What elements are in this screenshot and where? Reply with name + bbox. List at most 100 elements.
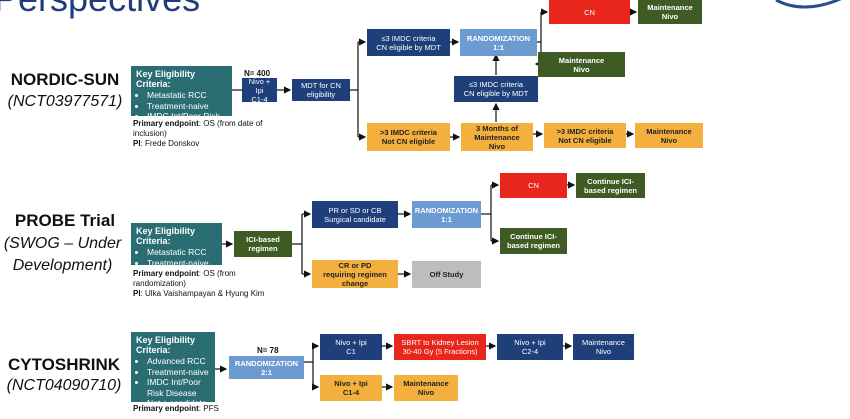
eligibility-header: Key Eligibility Criteria:	[136, 335, 196, 355]
box-line: RANDOMIZATION	[234, 358, 299, 368]
box-line: PR or SD or CB	[328, 205, 382, 215]
box-line: C1-4	[342, 388, 360, 397]
mid-criteria-box-nordic: ≤3 IMDC criteria CN eligible by MDT	[454, 76, 538, 102]
trial-name-probe: PROBE Trial	[14, 211, 116, 230]
endpoint-note-probe: Primary endpoint: OS (from randomization…	[133, 269, 283, 299]
box-line: Nivo + Ipi	[334, 379, 368, 388]
n-label-nordic: N= 400	[244, 69, 271, 78]
endpoint-label: Primary endpoint	[133, 404, 199, 413]
trial-sub-probe-2: Development)	[12, 257, 113, 274]
box-line: C1	[346, 347, 356, 356]
randomization-box-nordic: RANDOMIZATION 1:1	[460, 29, 537, 56]
logo-arc	[775, 0, 842, 9]
eligibility-item: IMDC Int/Poor Risk Disease	[147, 377, 210, 398]
box-line: Not CN eligible	[381, 137, 436, 146]
eligibility-item: Not a candidate for CN	[147, 398, 210, 419]
lower-criteria-box2-nordic: >3 IMDC criteria Not CN eligible	[544, 123, 626, 148]
eligibility-box-probe: Key Eligibility Criteria: Metastatic RCC…	[131, 223, 222, 268]
n-label-cyto: N= 78	[257, 346, 279, 355]
pi-label: PI	[133, 139, 141, 148]
box-line: Surgical candidate	[324, 214, 386, 224]
maintenance-box-cyto-1: Maintenance Nivo	[573, 334, 634, 360]
sbrt-box: SBRT to Kidney Lesion 30-40 Gy (5 Fracti…	[394, 334, 486, 360]
endpoint-text: : PFS	[198, 404, 219, 413]
box-line: Nivo	[417, 388, 435, 397]
box-line: requiring regimen	[323, 269, 387, 279]
eligibility-box-cyto: Key Eligibility Criteria: Advanced RCC T…	[131, 332, 215, 419]
upper-criteria-box-nordic: ≤3 IMDC criteria CN eligible by MDT	[367, 29, 450, 56]
box-line: C1-4	[251, 94, 268, 104]
box-line: Maintenance	[403, 379, 449, 388]
eligibility-box-nordic: Key Eligibility Criteria: Metastatic RCC…	[131, 66, 232, 121]
continue-ici-box-2: Continue ICI- based regimen	[500, 228, 567, 254]
box-line: eligibility	[306, 90, 336, 99]
box-line: 1:1	[493, 42, 504, 52]
box-line: RANDOMIZATION	[414, 205, 479, 215]
box-line: C2-4	[521, 347, 539, 356]
box-line: Maintenance	[647, 3, 693, 12]
box-line: CN eligible by MDT	[376, 42, 441, 52]
pi-text: : Frede Donskov	[140, 139, 200, 148]
eligibility-item: Treatment-naive	[147, 101, 227, 112]
endpoint-label: Primary endpoint	[133, 119, 199, 128]
cn-box-nordic: CN	[549, 0, 630, 24]
trial-name-nordic: NORDIC-SUN	[10, 70, 120, 89]
box-line: Continue ICI-	[587, 176, 634, 186]
eligibility-item: IMDC Int/Poor Risk	[147, 111, 227, 122]
box-line: RANDOMIZATION	[466, 33, 531, 43]
eligibility-header: Key Eligibility Criteria:	[136, 69, 196, 89]
eligibility-item: Metastatic RCC	[147, 247, 217, 258]
maintenance-mid-nordic: Maintenance Nivo	[538, 52, 625, 77]
upper-criteria-box-probe: PR or SD or CB Surgical candidate	[312, 201, 398, 228]
nivo-c2-4-box: Nivo + Ipi C2-4	[497, 334, 563, 360]
box-line: Nivo	[660, 135, 678, 145]
eligibility-item: Treatment-naive	[147, 367, 210, 378]
nivo-c1-4-box: Nivo + Ipi C1-4	[320, 375, 382, 401]
randomization-box-cyto: RANDOMIZATION 2:1	[229, 356, 304, 379]
pi-label: PI	[133, 289, 141, 298]
trial-name-cyto: CYTOSHRINK	[7, 355, 121, 374]
box-line: Nivo	[661, 12, 679, 21]
box-line: Nivo + Ipi	[335, 338, 367, 347]
trial-id-nordic: (NCT03977571)	[7, 93, 123, 110]
box-line: Nivo + Ipi	[248, 76, 271, 95]
eligibility-header: Key Eligibility Criteria:	[136, 226, 196, 246]
ici-regimen-box: ICI-based regimen	[234, 231, 292, 257]
nivo-c1-box: Nivo + Ipi C1	[320, 334, 382, 360]
endpoint-label: Primary endpoint	[133, 269, 199, 278]
box-line: Maintenance	[582, 338, 625, 347]
box-line: Not CN eligible	[558, 135, 612, 145]
cn-box-probe: CN	[500, 173, 567, 198]
randomization-box-probe: RANDOMIZATION 1:1	[412, 201, 481, 228]
box-line: ≤3 IMDC criteria	[468, 80, 524, 89]
box-line: based regimen	[507, 241, 560, 250]
trial-sub-probe-1: (SWOG – Under	[3, 235, 122, 252]
box-line: ≤3 IMDC criteria	[381, 33, 436, 43]
box-line: 3 Months of	[475, 123, 519, 133]
continue-ici-box-1: Continue ICI- based regimen	[576, 173, 645, 198]
box-line: change	[341, 278, 369, 288]
box-line: Maintenance	[646, 126, 692, 136]
maintenance-low-nordic: Maintenance Nivo	[635, 123, 703, 148]
endpoint-text: : OS (from date of inclusion)	[133, 119, 263, 138]
box-line: Nivo	[573, 64, 590, 74]
box-line: CR or PD	[338, 260, 372, 270]
box-line: Nivo	[488, 141, 506, 151]
eligibility-item: Treatment-naive	[147, 258, 217, 269]
box-line: Continue ICI-	[510, 232, 557, 241]
box-line: Maintenance	[474, 132, 520, 142]
eligibility-item: Metastatic RCC	[147, 90, 227, 101]
box-line: ICI-based	[246, 235, 280, 244]
endpoint-note-nordic: Primary endpoint: OS (from date of inclu…	[133, 119, 278, 149]
eligibility-item: Advanced RCC	[147, 356, 210, 367]
box-line: CN eligible by MDT	[463, 89, 529, 98]
page-title: Perspectives	[0, 0, 200, 20]
box-line: >3 IMDC criteria	[380, 128, 437, 137]
treatment-box-nordic: Nivo + Ipi C1-4	[242, 76, 277, 104]
endpoint-text: : OS (from randomization)	[133, 269, 236, 288]
box-line: based regimen	[584, 185, 637, 195]
maintenance-top-nordic: Maintenance Nivo	[638, 0, 702, 24]
mdt-box: MDT for CN eligibility	[292, 79, 350, 101]
maintenance-box-cyto-2: Maintenance Nivo	[394, 375, 458, 401]
box-line: Maintenance	[558, 55, 605, 65]
